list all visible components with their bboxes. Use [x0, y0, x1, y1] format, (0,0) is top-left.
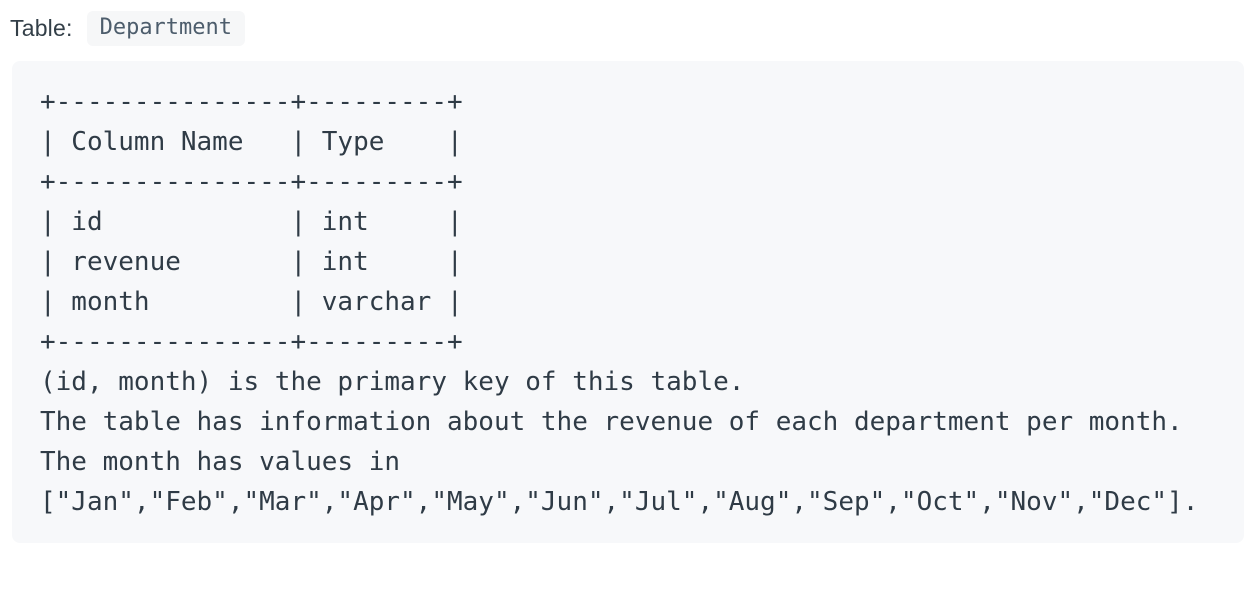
table-name-badge: Department: [86, 11, 246, 47]
table-label: Table:: [10, 15, 73, 42]
schema-code-block: +---------------+---------+ | Column Nam…: [12, 61, 1244, 544]
table-header: Table: Department: [0, 0, 1254, 47]
